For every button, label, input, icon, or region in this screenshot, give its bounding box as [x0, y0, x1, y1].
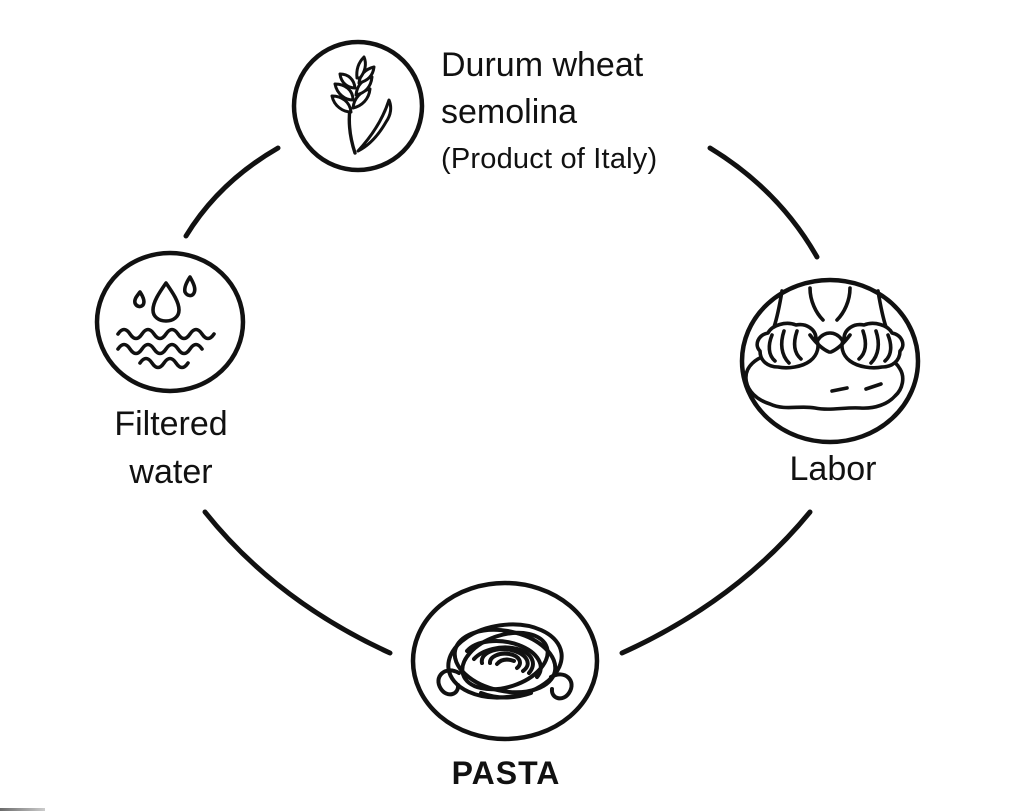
water-label-line1: Filtered	[114, 405, 228, 443]
wheat-node	[291, 39, 425, 173]
label-durum-wheat: Durum wheat semolina (Product of Italy)	[441, 42, 657, 183]
water-icon	[116, 275, 216, 370]
label-filtered-water: Filtered water	[71, 400, 271, 496]
wheat-label-line1: Durum wheat	[441, 46, 644, 84]
labor-node	[739, 277, 921, 445]
cycle-arcs	[183, 145, 820, 656]
water-node	[94, 250, 246, 394]
pasta-nest-icon	[436, 622, 574, 701]
arc-wheat-to-water	[183, 145, 281, 239]
arc-water-to-pasta	[202, 509, 393, 656]
water-label-line2: water	[129, 453, 213, 491]
label-pasta: PASTA	[451, 755, 561, 791]
label-labor: Labor	[789, 450, 877, 488]
scrollbar-fragment	[0, 808, 45, 811]
kneading-hands-icon	[744, 286, 905, 411]
arc-labor-to-pasta	[619, 509, 813, 656]
wheat-label-note: (Product of Italy)	[441, 143, 658, 175]
pasta-node	[410, 580, 600, 742]
wheat-label-line2: semolina	[441, 93, 578, 131]
wheat-icon	[330, 55, 393, 155]
arc-wheat-to-labor	[707, 145, 820, 260]
